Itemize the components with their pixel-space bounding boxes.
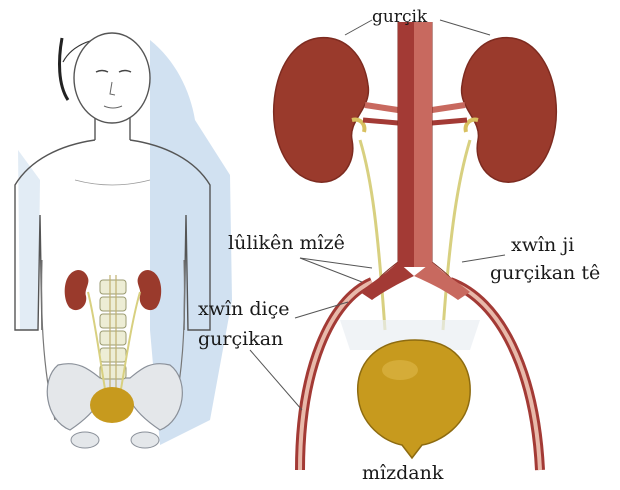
head (74, 33, 150, 123)
small-kidney-left (65, 270, 89, 310)
kidney-right (462, 38, 557, 182)
label-bladder: mîzdank (362, 462, 443, 484)
ureter-left (360, 140, 385, 330)
hair (60, 38, 68, 100)
aorta-body (414, 22, 432, 267)
label-ureter: lûlikên mîzê (228, 232, 345, 254)
label-vein-line2: gurçikan tê (490, 262, 600, 284)
small-bladder (90, 387, 134, 423)
spine (100, 280, 126, 379)
label-artery-line2: gurçikan (198, 328, 283, 350)
vena-cava (398, 22, 414, 267)
label-artery-line1: xwîn diçe (198, 298, 289, 320)
label-kidney: gurçik (372, 6, 427, 28)
bladder (358, 340, 470, 458)
label-vein-line1: xwîn ji (511, 234, 574, 256)
human-figure (15, 33, 232, 448)
ureter-right (443, 140, 470, 330)
kidney-left (274, 38, 369, 182)
